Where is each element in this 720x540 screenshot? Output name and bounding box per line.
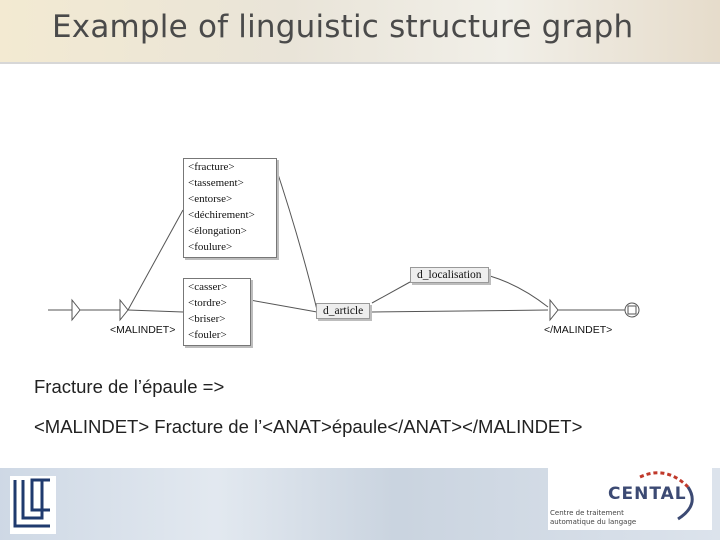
edge-box-mid-to-article [249, 299, 318, 313]
example-input: Fracture de l’épaule => [34, 376, 225, 397]
ucl-logo-mark [13, 478, 50, 528]
subgraph-article: d_article [316, 303, 371, 319]
subgraph-localisation: d_localisation [410, 267, 489, 283]
cental-arc-icon [639, 471, 694, 521]
ucl-logo [10, 476, 56, 534]
edge-to-box-top [127, 209, 184, 311]
verb-item: <briser> [188, 313, 226, 325]
verb-box: <casser> <tordre> <briser> <fouler> [183, 278, 251, 346]
header-divider [0, 62, 720, 64]
noun-item: <tassement> [188, 177, 244, 189]
cental-line1: Centre de traitement [550, 509, 624, 517]
edge-article-to-end [371, 309, 549, 313]
noun-item: <fracture> [188, 161, 235, 173]
header-band [0, 0, 720, 62]
noun-box: <fracture> <tassement> <entorse> <déchir… [183, 158, 277, 258]
edge-article-to-localisation [371, 281, 411, 304]
edge-to-box-mid [127, 309, 184, 313]
noun-item: <élongation> [188, 225, 247, 237]
final-state-square [627, 305, 637, 315]
slide-title: Example of linguistic structure graph [52, 9, 634, 45]
verb-item: <tordre> [188, 297, 227, 309]
noun-item: <entorse> [188, 193, 233, 205]
cental-line2: automatique du langage [550, 518, 637, 526]
verb-item: <casser> [188, 281, 228, 293]
edge-box-top-to-article [273, 161, 318, 311]
noun-item: <déchirement> [188, 209, 255, 221]
initial-state-arrow [71, 298, 81, 322]
noun-item: <foulure> [188, 241, 233, 253]
cental-name: CENTAL [608, 484, 687, 504]
cental-logo: CENTAL Centre de traitement automatique … [548, 465, 712, 530]
end-output-label: </MALINDET> [544, 324, 613, 336]
start-output-node [119, 298, 129, 322]
end-output-node [549, 298, 559, 322]
start-output-label: <MALINDET> [110, 324, 176, 336]
verb-item: <fouler> [188, 329, 227, 341]
example-output: <MALINDET> Fracture de l’<ANAT>épaule</A… [34, 416, 583, 437]
edge-localisation-to-end [489, 275, 549, 308]
